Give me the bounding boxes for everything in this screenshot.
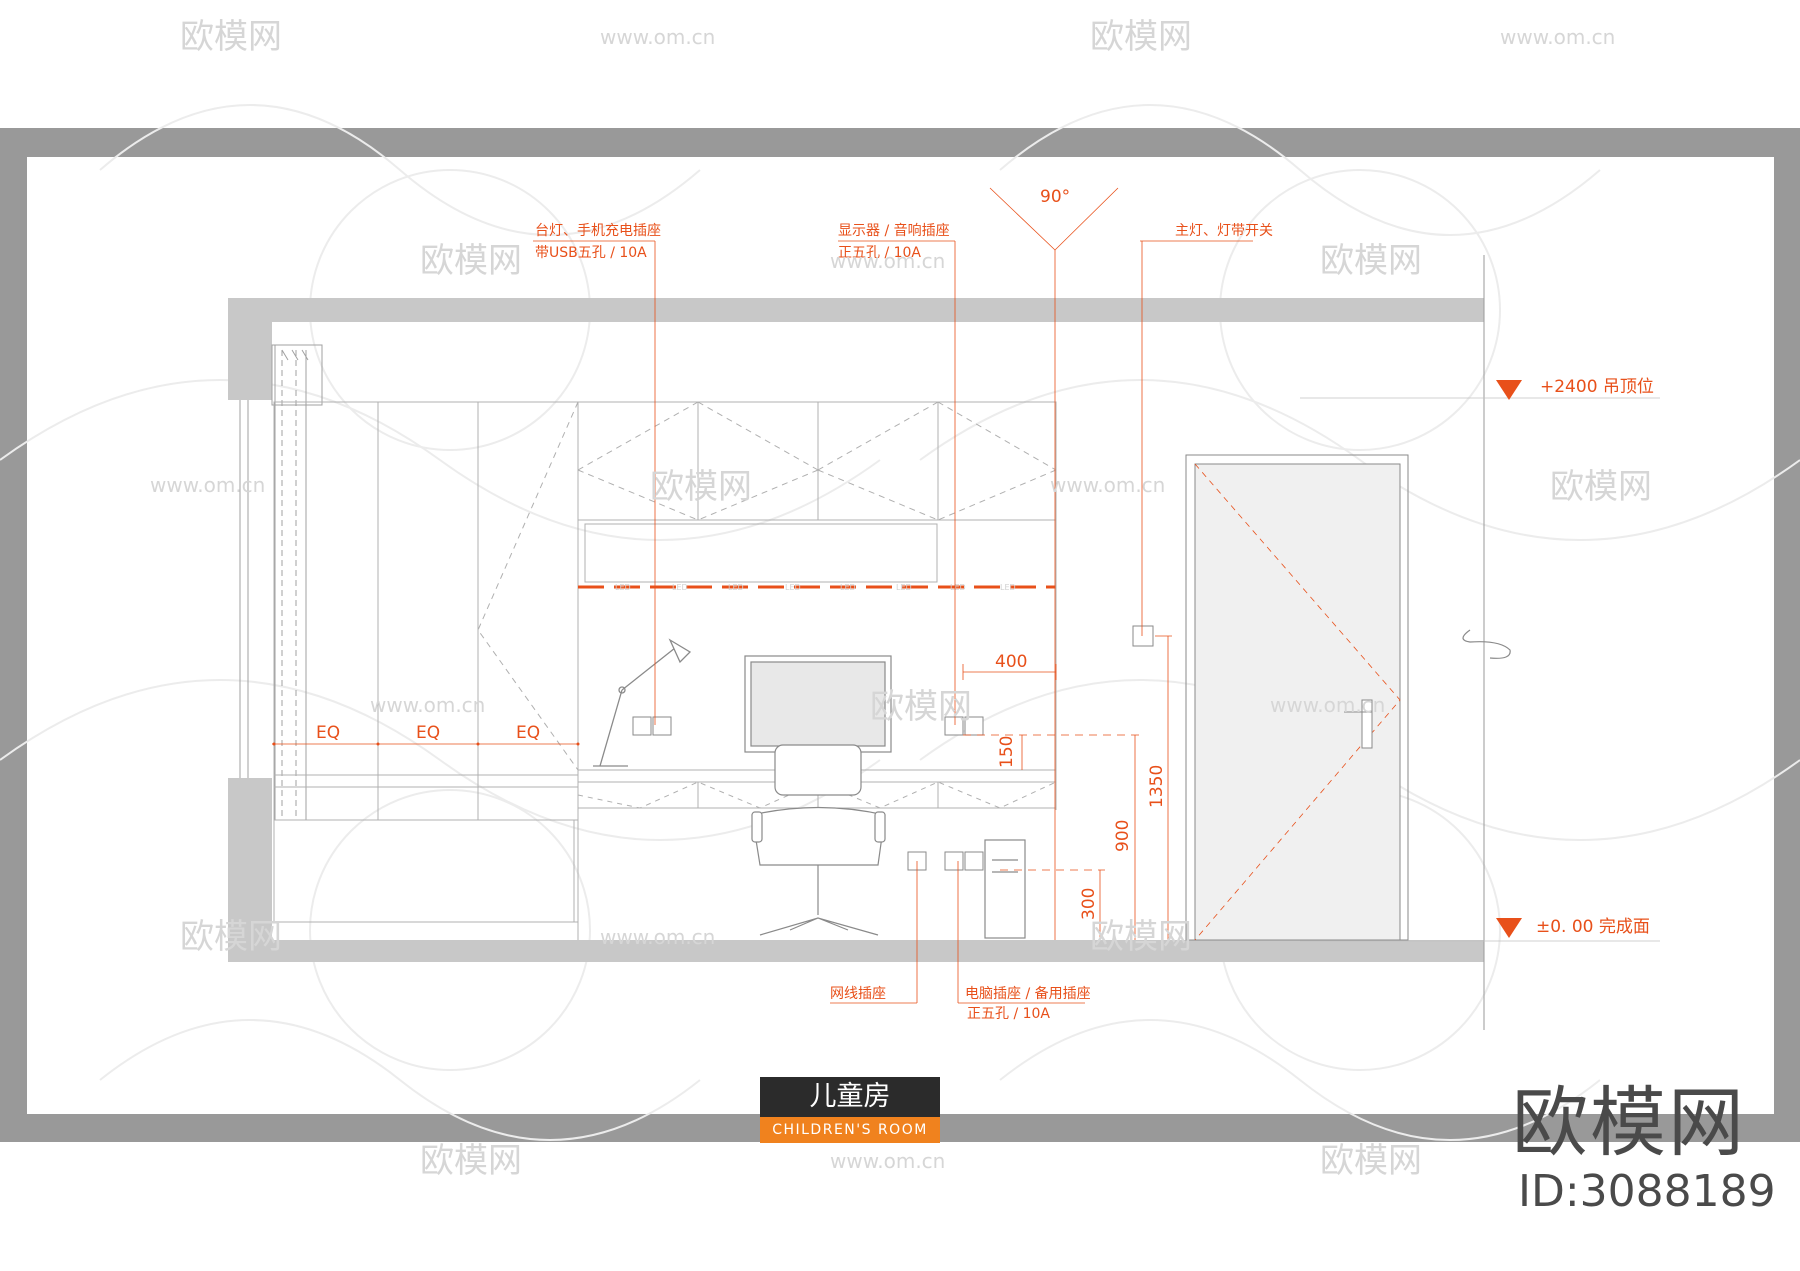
dim-150: 150 — [997, 736, 1017, 768]
led-label: LED — [728, 583, 744, 592]
monitor-socket — [964, 716, 984, 736]
pc-tower — [984, 839, 1026, 939]
sockets — [632, 625, 1154, 871]
ceiling-slab — [228, 298, 1484, 322]
watermark-site: www.om.cn — [1050, 473, 1165, 497]
watermark-site: www.om.cn — [600, 925, 715, 949]
led-label: LED — [950, 583, 966, 592]
ceiling-level-label: +2400 吊顶位 — [1540, 377, 1654, 397]
callout-desk-socket-line2: 带USB五孔 / 10A — [535, 245, 647, 261]
watermark-brand: 欧模网 — [1550, 467, 1652, 507]
floor-level-marker — [1496, 918, 1522, 938]
sheet-title-block: 儿童房 CHILDREN'S ROOM — [760, 1077, 940, 1143]
led-labels: LED LED LED LED LED LED LED LED — [615, 583, 1016, 592]
floor-slab — [228, 940, 1484, 962]
monitor — [744, 655, 892, 767]
callout-network-socket: 网线插座 — [830, 986, 886, 1002]
callout-light-switch: 主灯、灯带开关 — [1175, 223, 1273, 239]
watermark-brand: 欧模网 — [1320, 1141, 1422, 1181]
eq-ticks — [272, 742, 580, 746]
brand-logo: 欧模网 — [1512, 1078, 1746, 1167]
sheet-title-en: CHILDREN'S ROOM — [760, 1117, 940, 1143]
pc-socket — [964, 851, 984, 871]
leader-lines — [272, 187, 1660, 1004]
watermark-brand: 欧模网 — [420, 241, 522, 281]
window-curtain — [239, 344, 323, 820]
light-switch — [1132, 625, 1154, 647]
dim-300: 300 — [1079, 888, 1099, 920]
led-label: LED — [1000, 583, 1016, 592]
upper-cabinets — [577, 401, 1057, 583]
ceiling-level-marker — [1496, 380, 1522, 400]
callout-monitor-socket-line2: 正五孔 / 10A — [838, 245, 921, 261]
desk-socket — [652, 716, 672, 736]
watermark-brand: 欧模网 — [650, 467, 752, 507]
dim-1350: 1350 — [1147, 765, 1167, 808]
watermark-site: www.om.cn — [830, 249, 945, 273]
pc-socket — [944, 851, 964, 871]
watermark-brand: 欧模网 — [180, 17, 282, 57]
monitor-socket — [944, 716, 964, 736]
watermark-arcs — [0, 104, 1800, 1141]
callout-pc-socket-line1: 电脑插座 / 备用插座 — [965, 985, 1091, 1002]
dim-400: 400 — [995, 652, 1027, 672]
dim-eq-3: EQ — [516, 723, 540, 743]
callout-monitor-socket-line1: 显示器 / 音响插座 — [838, 222, 950, 239]
led-label: LED — [615, 583, 631, 592]
model-id: ID:3088189 — [1518, 1166, 1776, 1217]
sheet-title-cn: 儿童房 — [760, 1077, 940, 1117]
dim-eq-1: EQ — [316, 723, 340, 743]
left-wall-lower — [228, 778, 272, 962]
dim-900: 900 — [1113, 820, 1133, 852]
watermark-brand: 欧模网 — [1090, 917, 1192, 957]
watermark-brand: 欧模网 — [1090, 17, 1192, 57]
led-label: LED — [785, 583, 801, 592]
watermark-brand: 欧模网 — [180, 917, 282, 957]
watermark-site: www.om.cn — [1500, 25, 1615, 49]
watermark-site: www.om.cn — [370, 693, 485, 717]
watermark-brand: 欧模网 — [870, 687, 972, 727]
watermark-brand: 欧模网 — [1320, 241, 1422, 281]
callout-desk-socket-line1: 台灯、手机充电插座 — [535, 223, 661, 239]
watermark-site: www.om.cn — [830, 1149, 945, 1173]
watermark-text: 欧模网 www.om.cn 欧模网 www.om.cn 欧模网 www.om.c… — [150, 17, 1652, 1181]
watermark-site: www.om.cn — [1270, 693, 1385, 717]
watermark-site: www.om.cn — [150, 473, 265, 497]
desk-socket — [632, 716, 652, 736]
led-label: LED — [672, 583, 688, 592]
watermark-brand: 欧模网 — [420, 1141, 522, 1181]
desk-lamp — [593, 638, 692, 767]
office-chair — [751, 744, 886, 936]
left-wall-upper — [228, 298, 272, 400]
floor-level-label: ±0. 00 完成面 — [1536, 917, 1650, 937]
callout-pc-socket-line2: 正五孔 / 10A — [967, 1006, 1050, 1022]
led-label: LED — [840, 583, 856, 592]
door — [1185, 454, 1409, 941]
led-label: LED — [896, 583, 912, 592]
watermark-site: www.om.cn — [600, 25, 715, 49]
dim-eq-2: EQ — [416, 723, 440, 743]
break-symbol — [1462, 629, 1511, 659]
angle-label: 90° — [1040, 187, 1070, 207]
